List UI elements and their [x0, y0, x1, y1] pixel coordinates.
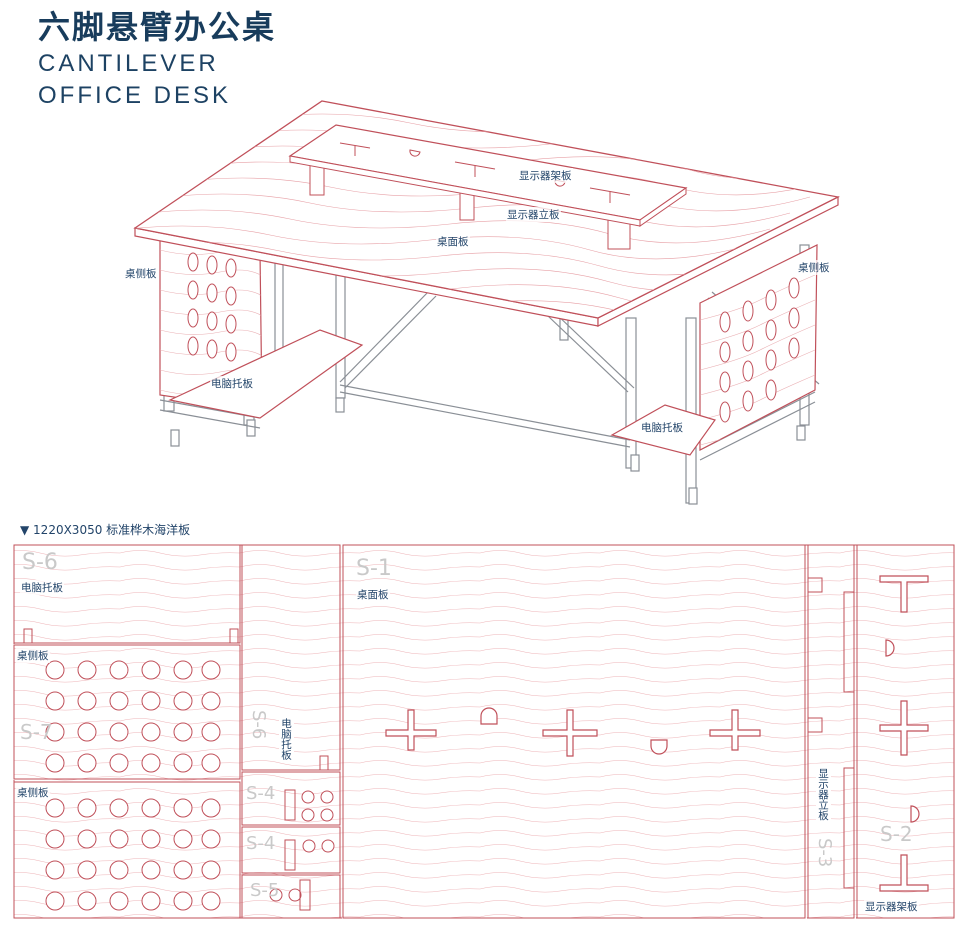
label-s7b: 桌侧板: [16, 785, 50, 800]
part-id-s3: S-3: [814, 838, 835, 868]
part-s5: [241, 874, 341, 919]
part-id-s7: S-7: [20, 720, 53, 744]
sheet-caption: ▼ 1220X3050 标准桦木海洋板: [20, 523, 191, 537]
label-s1: 桌面板: [356, 587, 390, 602]
part-id-s6: S-6: [22, 550, 58, 575]
label-side-left: 桌侧板: [124, 266, 158, 281]
part-s6b: [241, 544, 341, 771]
part-id-s6b: S-6: [248, 710, 269, 740]
part-s7b: [13, 781, 241, 919]
part-s2: [856, 544, 955, 919]
part-id-s4b: S-4: [246, 833, 276, 854]
label-pc-tray-left: 电脑托板: [210, 376, 254, 391]
label-desktop: 桌面板: [436, 234, 470, 249]
title-en-line2: OFFICE DESK: [38, 82, 232, 109]
monitor-shelf: [288, 124, 688, 250]
desk-isometric-drawing: [133, 100, 841, 505]
part-id-s1: S-1: [356, 556, 392, 581]
part-s4a: [241, 771, 341, 826]
part-s7a: [13, 644, 241, 780]
label-side-right: 桌侧板: [797, 260, 831, 275]
slots-s2: [879, 575, 929, 892]
part-id-s4a: S-4: [246, 783, 276, 804]
label-s7a: 桌侧板: [16, 648, 50, 663]
label-s6: 电脑托板: [20, 580, 64, 595]
label-s6b: 电脑托板: [279, 718, 294, 760]
slots-s1: [385, 707, 761, 757]
part-s1: [342, 544, 806, 919]
title-cn: 六脚悬臂办公桌: [38, 8, 277, 46]
label-monitor-shelf: 显示器架板: [518, 168, 573, 183]
pc-tray-left: [168, 329, 364, 419]
holes-s7b: [45, 798, 221, 911]
holes-s4-s5: [269, 790, 335, 902]
part-s4b: [241, 826, 341, 874]
label-s3: 显示器立板: [816, 768, 831, 821]
part-id-s2: S-2: [880, 822, 913, 846]
holes-s7a: [45, 660, 221, 773]
label-s2: 显示器架板: [864, 899, 919, 914]
side-panel-right: [699, 244, 818, 451]
label-monitor-stand: 显示器立板: [506, 207, 561, 222]
label-pc-tray-right: 电脑托板: [640, 420, 684, 435]
part-s6: [13, 544, 241, 644]
side-panel-left: [159, 235, 263, 411]
title-en-line1: CANTILEVER: [38, 50, 219, 77]
part-id-s5: S-5: [250, 880, 280, 901]
